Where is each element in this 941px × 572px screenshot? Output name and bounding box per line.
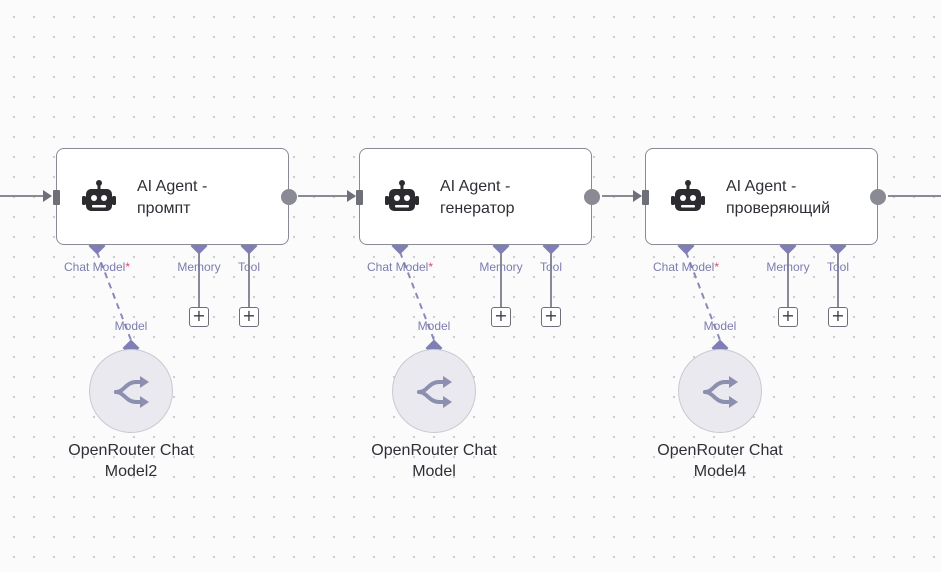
add-tool-button[interactable]: + bbox=[239, 307, 259, 327]
ai-agent-node-checker[interactable]: AI Agent - проверяющий bbox=[642, 148, 886, 245]
add-memory-button[interactable]: + bbox=[778, 307, 798, 327]
add-tool-button[interactable]: + bbox=[828, 307, 848, 327]
openrouter-model-node[interactable] bbox=[89, 349, 173, 433]
output-handle[interactable] bbox=[281, 189, 297, 205]
model-node-name: OpenRouter Chat Model4 bbox=[657, 442, 783, 480]
openrouter-icon bbox=[114, 376, 149, 408]
chat-model-port-label: Chat Model* bbox=[366, 260, 434, 274]
chat-model-port-label: Chat Model* bbox=[63, 260, 131, 274]
arrow-head bbox=[347, 190, 356, 202]
add-memory-button[interactable]: + bbox=[189, 307, 209, 327]
openrouter-icon bbox=[703, 376, 738, 408]
node-title: AI Agent - промпт bbox=[137, 178, 208, 217]
model-port-label: Model bbox=[114, 319, 148, 333]
chat-model-port-label: Chat Model* bbox=[652, 260, 720, 274]
node-title: AI Agent - проверяющий bbox=[726, 178, 831, 217]
add-tool-button[interactable]: + bbox=[541, 307, 561, 327]
output-handle[interactable] bbox=[584, 189, 600, 205]
model-connection[interactable] bbox=[685, 251, 721, 341]
robot-icon bbox=[385, 180, 419, 211]
output-handle[interactable] bbox=[870, 189, 886, 205]
openrouter-model-node[interactable] bbox=[392, 349, 476, 433]
arrow-head bbox=[633, 190, 642, 202]
openrouter-model-node[interactable] bbox=[678, 349, 762, 433]
memory-port-label: Memory bbox=[177, 260, 221, 274]
memory-port-label: Memory bbox=[766, 260, 810, 274]
tool-port-label: Tool bbox=[826, 260, 850, 274]
model-port-label: Model bbox=[703, 319, 737, 333]
tool-port-label: Tool bbox=[539, 260, 563, 274]
input-handle[interactable] bbox=[53, 190, 60, 205]
robot-icon bbox=[82, 180, 116, 211]
model-node-name: OpenRouter Chat Model2 bbox=[68, 442, 194, 480]
model-node-name: OpenRouter Chat Model bbox=[371, 442, 497, 480]
ai-agent-node-prompt[interactable]: AI Agent - промпт bbox=[53, 148, 297, 245]
node-title: AI Agent - генератор bbox=[440, 178, 515, 217]
arrow-head bbox=[43, 190, 52, 202]
openrouter-icon bbox=[417, 376, 452, 408]
add-memory-button[interactable]: + bbox=[491, 307, 511, 327]
memory-port-label: Memory bbox=[479, 260, 523, 274]
input-handle[interactable] bbox=[642, 190, 649, 205]
model-connection[interactable] bbox=[399, 251, 435, 341]
robot-icon bbox=[671, 180, 705, 211]
ai-agent-node-generator[interactable]: AI Agent - генератор bbox=[356, 148, 600, 245]
model-port-label: Model bbox=[417, 319, 451, 333]
tool-port-label: Tool bbox=[237, 260, 261, 274]
input-handle[interactable] bbox=[356, 190, 363, 205]
model-connection[interactable] bbox=[96, 251, 132, 341]
